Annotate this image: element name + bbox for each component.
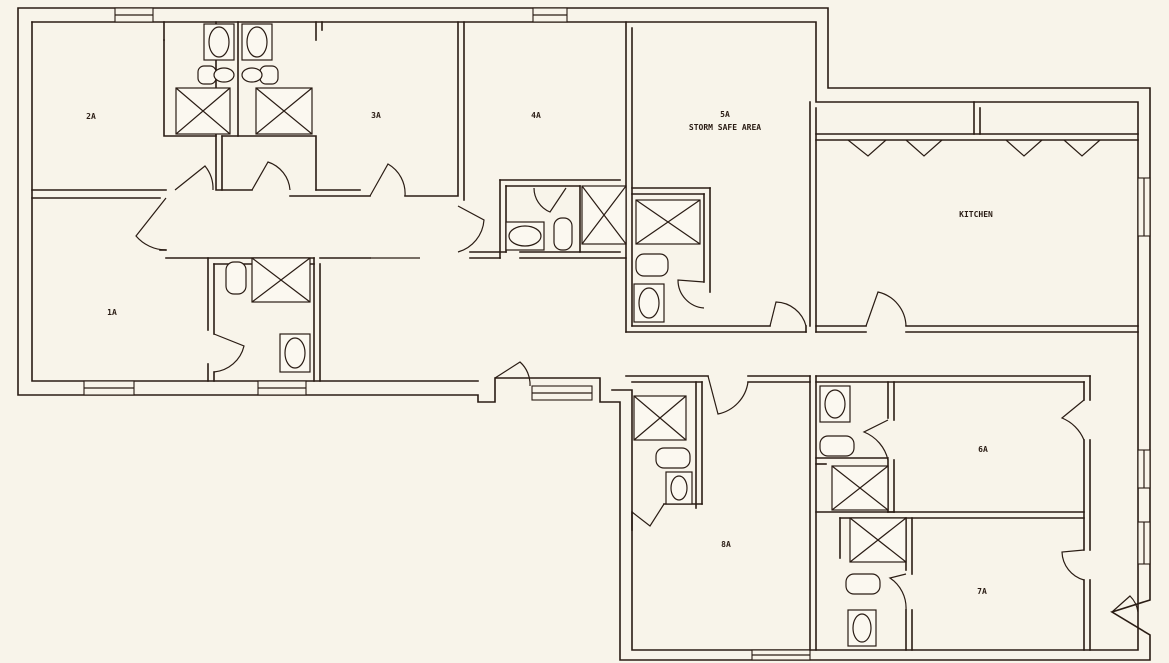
door-swing — [251, 161, 291, 191]
door-swing — [888, 573, 907, 611]
room-label-8a: 8A — [721, 540, 731, 549]
door-swing — [677, 279, 705, 309]
sink-basin — [508, 225, 542, 247]
sink-basin — [852, 613, 872, 643]
toilet-icon — [845, 573, 881, 595]
sink-basin — [284, 337, 306, 369]
exterior-walls — [17, 7, 1151, 661]
cabinet-door — [847, 139, 887, 157]
room-label-2a: 2A — [86, 112, 96, 121]
room-label-1a: 1A — [107, 308, 117, 317]
door-swings — [135, 139, 1139, 613]
door-swing — [135, 197, 167, 251]
door-swing — [533, 187, 567, 213]
room-label-6a: 6A — [978, 445, 988, 454]
sink-basin — [246, 26, 268, 58]
sink-basin — [670, 475, 688, 501]
door-swing — [1060, 399, 1085, 441]
door-swing — [494, 361, 531, 387]
toilet-icon — [259, 65, 279, 85]
door-swing — [369, 163, 406, 197]
toilet-icon — [655, 447, 691, 469]
toilet-icon — [819, 435, 855, 457]
door-swing — [707, 375, 749, 415]
interior-walls — [31, 21, 1139, 651]
room-label-3a: 3A — [371, 111, 381, 120]
room-label-7a: 7A — [977, 587, 987, 596]
toilet-icon — [635, 253, 669, 277]
cabinet-door — [1063, 139, 1101, 157]
door-swing — [631, 503, 665, 527]
door-swing — [862, 419, 889, 461]
cabinet-door — [1005, 139, 1043, 157]
sink-basin — [638, 287, 660, 319]
room-label-5a: 5A — [720, 110, 730, 119]
room-label-storm-safe-area: STORM SAFE AREA — [689, 123, 761, 132]
toilet-icon — [553, 217, 573, 251]
toilet-icon — [225, 261, 247, 295]
cabinet-door — [905, 139, 943, 157]
toilet-bowl — [213, 67, 235, 83]
fixtures — [175, 23, 907, 647]
room-label-kitchen: KITCHEN — [959, 210, 993, 219]
door-swing — [769, 301, 807, 327]
door-swing — [174, 165, 214, 191]
sink-basin — [208, 26, 230, 58]
toilet-bowl — [241, 67, 263, 83]
windows — [83, 7, 1151, 661]
door-swing — [1061, 549, 1085, 581]
room-labels: 2A 3A 4A 5A STORM SAFE AREA KITCHEN 1A 6… — [86, 110, 993, 596]
door-swing — [457, 205, 485, 253]
room-label-4a: 4A — [531, 111, 541, 120]
sink-basin — [824, 389, 846, 419]
door-swing — [865, 291, 907, 327]
toilet-icon — [197, 65, 217, 85]
door-swing — [1111, 595, 1139, 613]
door-swing — [213, 333, 245, 373]
